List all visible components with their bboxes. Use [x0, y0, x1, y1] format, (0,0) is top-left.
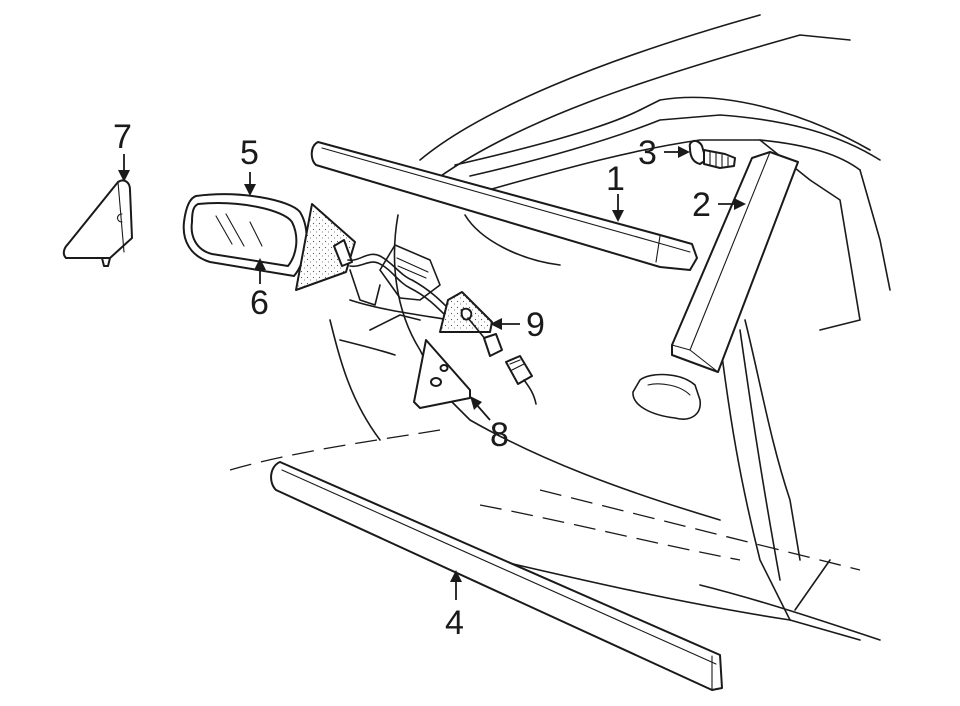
callout-4: 4 — [445, 604, 464, 642]
callout-5: 5 — [240, 134, 259, 172]
callout-6: 6 — [250, 284, 269, 322]
part-8-cover-plate — [413, 339, 471, 409]
part-9-mirror-seal — [439, 291, 503, 357]
callout-labels: 1 2 3 4 5 6 7 8 9 — [113, 118, 711, 642]
callout-1: 1 — [606, 160, 625, 198]
door-body-outline — [229, 14, 891, 641]
part-1-belt-moulding — [310, 141, 698, 271]
callout-8: 8 — [490, 416, 509, 454]
callout-9: 9 — [526, 306, 545, 344]
part-mirror-base-gasket — [295, 203, 356, 291]
part-4-lower-moulding — [270, 461, 723, 691]
wiring-harness — [347, 253, 453, 319]
part-5-mirror-housing — [182, 193, 308, 277]
callout-7: 7 — [113, 118, 132, 156]
callout-2: 2 — [692, 186, 711, 224]
callout-leaders — [118, 146, 746, 600]
part-3-screw-clip — [688, 140, 736, 169]
callout-3: 3 — [638, 134, 657, 172]
part-7-sail-trim — [62, 179, 133, 267]
part-2-pillar-trim — [671, 151, 799, 373]
connector-plug — [505, 355, 537, 405]
